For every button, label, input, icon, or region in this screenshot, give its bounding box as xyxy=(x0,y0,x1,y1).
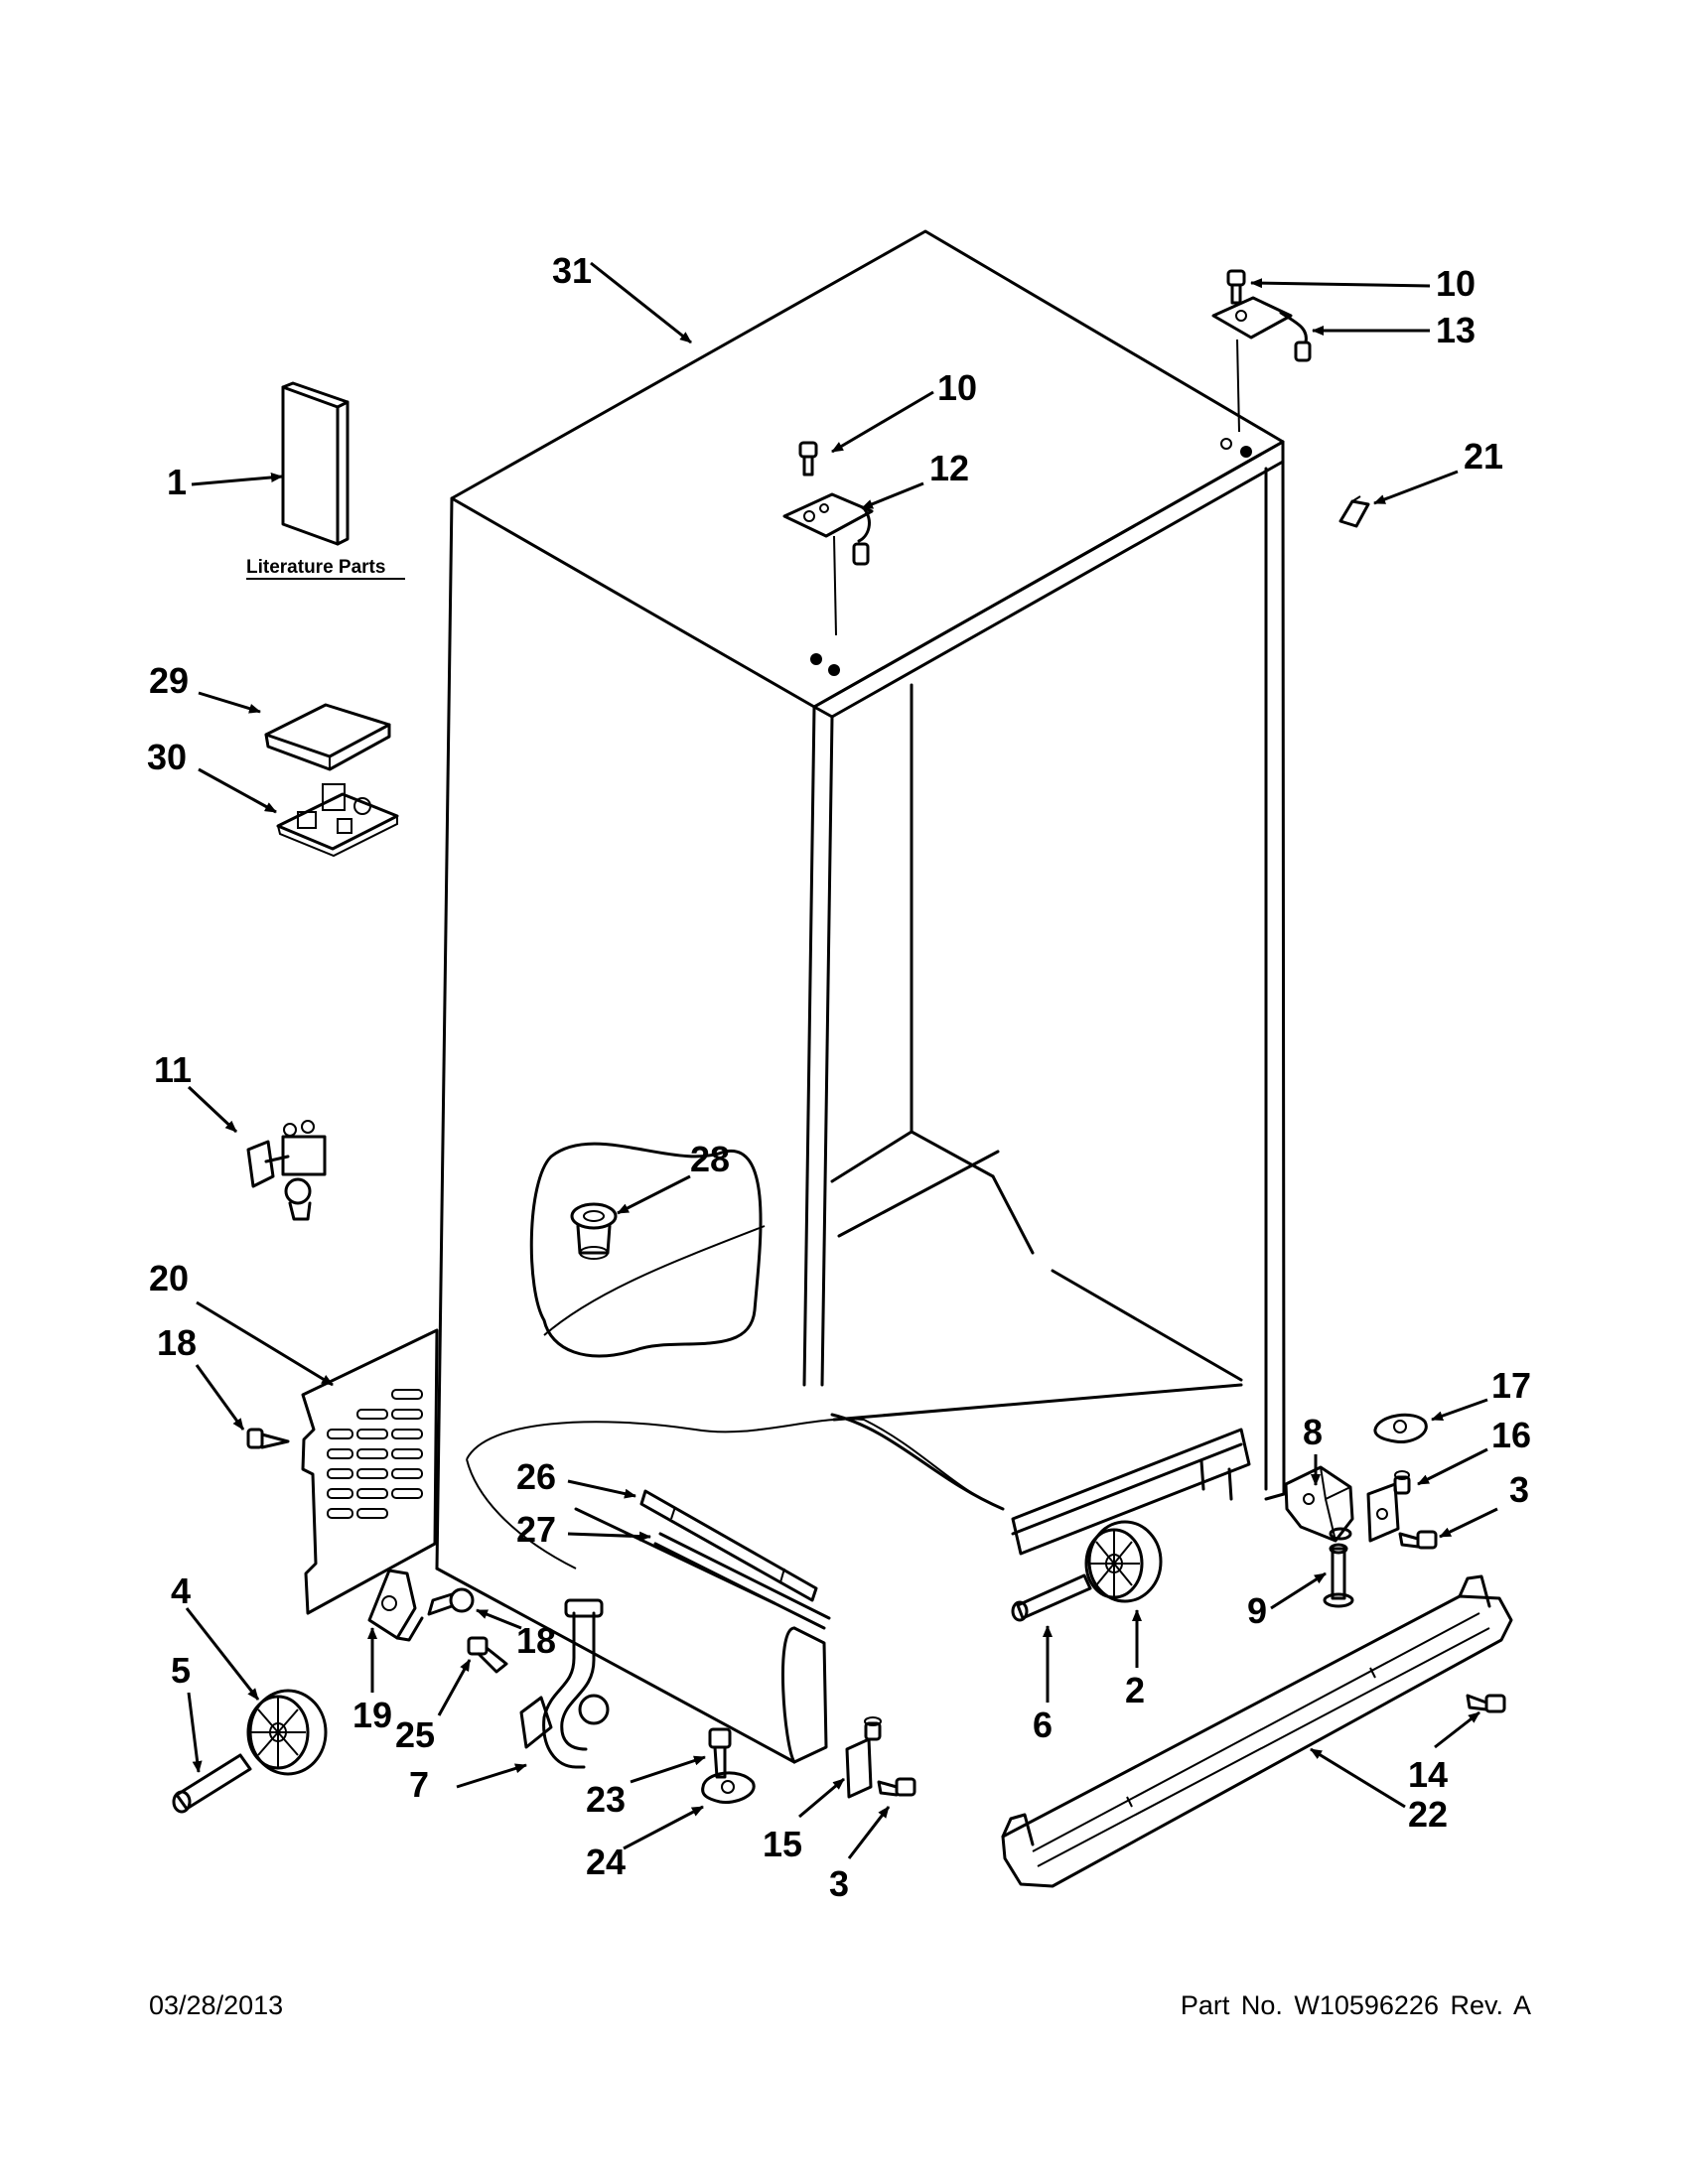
callout-10-right: 10 xyxy=(1436,263,1476,304)
screw-part-23 xyxy=(708,1727,732,1779)
washer-part-17 xyxy=(1373,1413,1428,1444)
callout-16: 16 xyxy=(1491,1415,1531,1455)
callout-18-bottom: 18 xyxy=(516,1620,556,1661)
hinge-bracket-part-8 xyxy=(1284,1465,1354,1543)
callout-26: 26 xyxy=(516,1456,556,1497)
rod-part-27 xyxy=(653,1532,831,1630)
axle-pin-part-5 xyxy=(172,1753,252,1814)
callout-27: 27 xyxy=(516,1509,556,1550)
cabinet-part-31 xyxy=(435,229,1286,1764)
screw-part-18-b xyxy=(427,1587,475,1616)
hinge-pin-bracket-part-16 xyxy=(1366,1470,1411,1543)
callout-1: 1 xyxy=(167,462,187,502)
callout-3-bottom: 3 xyxy=(829,1863,849,1904)
callout-14: 14 xyxy=(1408,1754,1448,1795)
callout-20: 20 xyxy=(149,1258,189,1298)
callout-23: 23 xyxy=(586,1779,626,1820)
grommet-part-28 xyxy=(570,1202,618,1260)
detail-cutout-28 xyxy=(529,1142,763,1358)
callout-11: 11 xyxy=(154,1049,192,1090)
callout-13: 13 xyxy=(1436,310,1476,350)
footer-date: 03/28/2013 xyxy=(149,1990,284,2020)
callout-18-top: 18 xyxy=(157,1322,197,1363)
hinge-bracket-part-15 xyxy=(845,1716,882,1799)
callout-3-right: 3 xyxy=(1509,1469,1529,1510)
callout-6: 6 xyxy=(1033,1705,1053,1745)
water-valve-part-11 xyxy=(246,1120,327,1221)
top-hinge-part-12 xyxy=(782,492,874,636)
screw-part-10-a xyxy=(798,441,818,477)
top-hinge-part-13 xyxy=(1211,296,1312,433)
screw-part-25 xyxy=(467,1636,508,1674)
callout-25: 25 xyxy=(395,1714,435,1755)
callout-28: 28 xyxy=(690,1139,730,1179)
drain-tube-part-7 xyxy=(519,1598,610,1769)
callout-29: 29 xyxy=(149,660,189,701)
callout-15: 15 xyxy=(763,1824,802,1864)
callout-7: 7 xyxy=(409,1764,429,1805)
cover-part-29 xyxy=(264,703,391,771)
screw-part-10-b xyxy=(1226,269,1246,305)
screw-part-18-a xyxy=(246,1428,290,1449)
screw-part-3-a xyxy=(877,1777,916,1797)
footer-part-number: Part No. W10596226 Rev. A xyxy=(1180,1990,1531,2020)
screw-part-14 xyxy=(1466,1694,1506,1713)
leveling-washer-part-24 xyxy=(701,1771,756,1805)
callout-31: 31 xyxy=(552,250,592,291)
callout-12: 12 xyxy=(929,448,969,488)
axle-pin-part-6 xyxy=(1011,1573,1092,1622)
callout-10-left: 10 xyxy=(937,367,977,408)
bracket-part-19 xyxy=(367,1569,424,1642)
callout-9: 9 xyxy=(1247,1590,1267,1631)
callout-24: 24 xyxy=(586,1842,626,1882)
roller-wheel-part-4 xyxy=(246,1689,328,1776)
callout-5: 5 xyxy=(171,1650,191,1691)
access-panel-part-20 xyxy=(301,1328,439,1615)
callout-21: 21 xyxy=(1464,436,1503,477)
leader-arrows xyxy=(185,261,1498,1859)
base-grille-part-22 xyxy=(1001,1574,1513,1888)
clip-part-21 xyxy=(1338,495,1370,528)
callout-2: 2 xyxy=(1125,1670,1145,1710)
literature-booklet-part-1 xyxy=(281,381,350,546)
detail-cutout-26-27 xyxy=(466,1418,1004,1510)
callout-30: 30 xyxy=(147,737,187,777)
callout-19: 19 xyxy=(352,1695,392,1735)
tube-part-26 xyxy=(639,1489,818,1602)
roller-wheel-part-2 xyxy=(1084,1520,1163,1603)
control-board-part-30 xyxy=(276,783,399,858)
callout-8: 8 xyxy=(1303,1412,1323,1452)
callout-17: 17 xyxy=(1491,1365,1531,1406)
screw-part-3-b xyxy=(1398,1530,1438,1550)
callout-22: 22 xyxy=(1408,1794,1448,1835)
leveling-leg-part-9 xyxy=(1323,1543,1354,1608)
callout-4: 4 xyxy=(171,1570,191,1611)
literature-parts-label: Literature Parts xyxy=(246,557,385,578)
